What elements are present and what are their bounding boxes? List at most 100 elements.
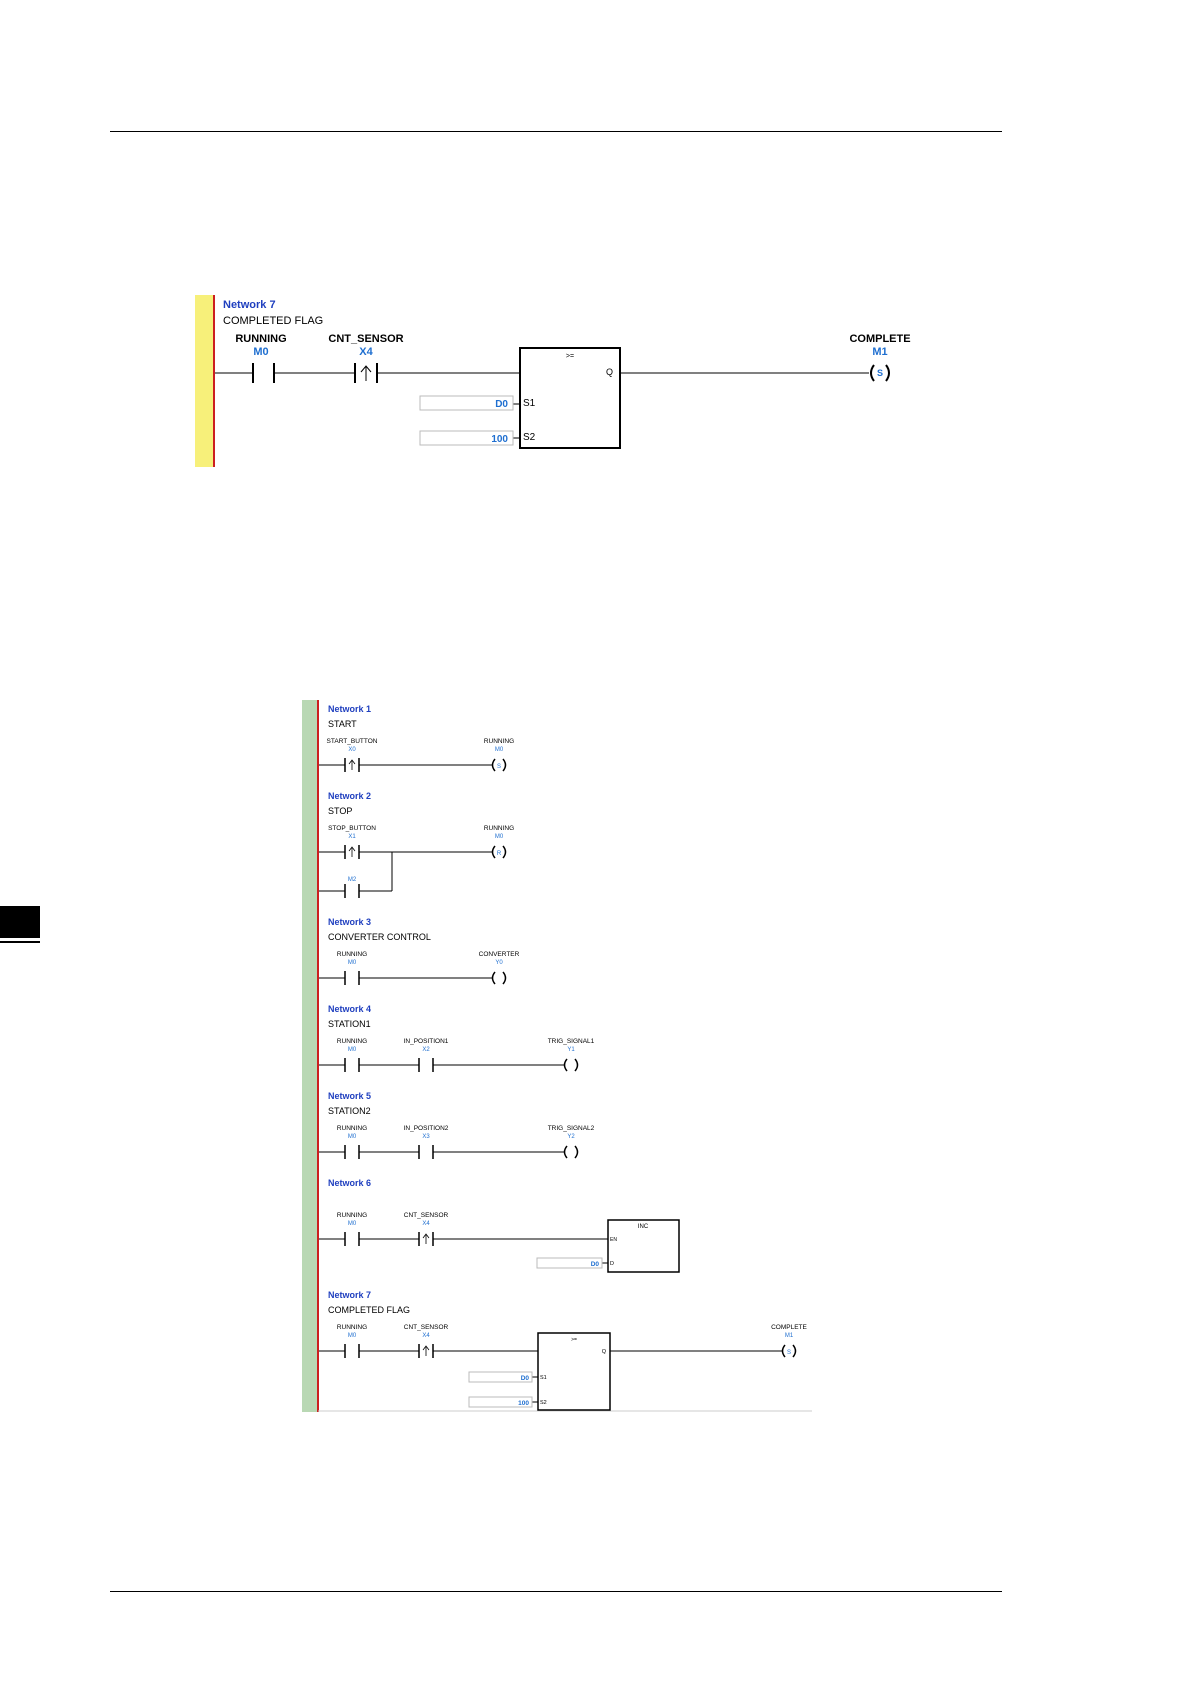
coil-address: M1	[872, 346, 887, 358]
contact-label: IN_POSITION2	[404, 1125, 449, 1132]
rising-edge-contact-icon[interactable]	[344, 758, 360, 772]
network-selection-bar	[302, 700, 317, 1412]
network-comment: CONVERTER CONTROL	[328, 932, 431, 942]
contact-address: M0	[348, 1333, 357, 1339]
network-comment: COMPLETED FLAG	[223, 315, 323, 327]
network-title: Network 7	[328, 1290, 371, 1300]
contact-address: X4	[422, 1221, 430, 1227]
contact-address: M0	[348, 1221, 357, 1227]
normally-open-contact-icon[interactable]	[344, 1344, 360, 1358]
reset-coil-icon[interactable]: R	[491, 845, 507, 859]
operand-value-s1: D0	[495, 399, 508, 410]
coil-address: Y0	[495, 960, 503, 966]
operand-field-s1[interactable]	[468, 1371, 533, 1383]
contact-address: X0	[348, 747, 356, 753]
coil-type: S	[877, 368, 883, 378]
contact-address: M2	[348, 877, 357, 883]
coil-label: TRIG_SIGNAL2	[548, 1125, 595, 1132]
contact-address: X1	[348, 834, 356, 840]
network-title: Network 3	[328, 917, 371, 927]
network-comment: STATION2	[328, 1106, 371, 1116]
operand-field-s2[interactable]	[419, 430, 514, 446]
network-title: Network 7	[223, 299, 276, 311]
contact-address: M0	[253, 346, 268, 358]
network-title: Network 2	[328, 791, 371, 801]
contact-address: M0	[348, 960, 357, 966]
operand-field-s2[interactable]	[468, 1396, 533, 1408]
output-coil-icon[interactable]	[563, 1058, 579, 1072]
footer-rule	[110, 1591, 1002, 1592]
normally-open-contact-icon[interactable]	[344, 884, 360, 898]
chapter-tab	[0, 906, 40, 938]
operand-value-s1: D0	[521, 1375, 530, 1382]
coil-label: COMPLETE	[849, 333, 910, 345]
coil-address: M0	[495, 747, 504, 753]
contact-address: X2	[422, 1047, 430, 1053]
block-operator: >=	[571, 1337, 577, 1343]
contact-label: RUNNING	[337, 951, 367, 958]
normally-open-contact-icon[interactable]	[344, 1145, 360, 1159]
network-comment: START	[328, 719, 357, 729]
network-5[interactable]: Network 5 STATION2 RUNNING M0 IN_POSITIO…	[319, 1091, 595, 1159]
coil-address: Y2	[567, 1134, 575, 1140]
normally-open-contact-icon[interactable]	[252, 363, 275, 383]
network-1[interactable]: Network 1 START START_BUTTON X0 RUNNING …	[319, 704, 514, 772]
inc-function-block[interactable]	[607, 1219, 680, 1273]
network-3[interactable]: Network 3 CONVERTER CONTROL RUNNING M0 C…	[319, 917, 520, 985]
coil-address: Y1	[567, 1047, 575, 1053]
network-title: Network 1	[328, 704, 371, 714]
rising-edge-contact-icon[interactable]	[418, 1232, 434, 1246]
contact-label: IN_POSITION1	[404, 1038, 449, 1045]
network-4[interactable]: Network 4 STATION1 RUNNING M0 IN_POSITIO…	[319, 1004, 595, 1072]
contact-label: CNT_SENSOR	[328, 333, 403, 345]
operand-field-s1[interactable]	[419, 395, 514, 411]
contact-label: CNT_SENSOR	[404, 1324, 449, 1331]
coil-type: R	[497, 851, 502, 857]
normally-open-contact-icon[interactable]	[344, 971, 360, 985]
coil-type: S	[497, 764, 501, 770]
network-title: Network 6	[328, 1178, 371, 1188]
coil-address: M1	[785, 1333, 794, 1339]
compare-function-block[interactable]	[519, 347, 621, 449]
contact-address: X4	[359, 346, 373, 358]
set-coil-icon[interactable]: S	[491, 758, 507, 772]
contact-label: RUNNING	[235, 333, 286, 345]
contact-label: RUNNING	[337, 1038, 367, 1045]
set-coil-icon[interactable]: S	[870, 364, 890, 382]
set-coil-icon[interactable]: S	[781, 1344, 797, 1358]
contact-address: X4	[422, 1333, 430, 1339]
rising-edge-contact-icon[interactable]	[354, 363, 378, 383]
coil-label: RUNNING	[484, 825, 514, 832]
block-input-pin-s1: S1	[540, 1375, 547, 1381]
contact-address: M0	[348, 1134, 357, 1140]
network7-enlarged: Network 7 COMPLETED FLAG RUNNING M0 CNT_…	[195, 295, 911, 467]
block-input-pin-s2: S2	[523, 432, 536, 443]
block-input-pin-d: D	[610, 1261, 614, 1267]
block-output-pin: Q	[606, 367, 613, 377]
network-title: Network 4	[328, 1004, 371, 1014]
contact-label: STOP_BUTTON	[328, 825, 376, 832]
contact-label: RUNNING	[337, 1324, 367, 1331]
normally-open-contact-icon[interactable]	[418, 1058, 434, 1072]
contact-address: X3	[422, 1134, 430, 1140]
coil-label: CONVERTER	[479, 951, 520, 958]
output-coil-icon[interactable]	[563, 1145, 579, 1159]
compare-function-block[interactable]	[537, 1332, 611, 1411]
contact-label: START_BUTTON	[327, 738, 378, 745]
rising-edge-contact-icon[interactable]	[418, 1344, 434, 1358]
normally-open-contact-icon[interactable]	[344, 1232, 360, 1246]
contact-label: RUNNING	[337, 1125, 367, 1132]
rising-edge-contact-icon[interactable]	[344, 845, 360, 859]
normally-open-contact-icon[interactable]	[418, 1145, 434, 1159]
coil-address: M0	[495, 834, 504, 840]
operand-field-d[interactable]	[536, 1257, 603, 1269]
network-6[interactable]: Network 6 RUNNING M0 CNT_SENSOR X4 INC E…	[319, 1178, 680, 1273]
operand-value-d: D0	[591, 1261, 600, 1268]
contact-label: RUNNING	[337, 1212, 367, 1219]
normally-open-contact-icon[interactable]	[344, 1058, 360, 1072]
network-comment: STATION1	[328, 1019, 371, 1029]
block-input-pin-en: EN	[610, 1237, 617, 1243]
network-2[interactable]: Network 2 STOP STOP_BUTTON X1 M2 RUNNING…	[319, 791, 514, 898]
network-7[interactable]: Network 7 COMPLETED FLAG RUNNING M0 CNT_…	[319, 1290, 808, 1411]
output-coil-icon[interactable]	[491, 971, 507, 985]
